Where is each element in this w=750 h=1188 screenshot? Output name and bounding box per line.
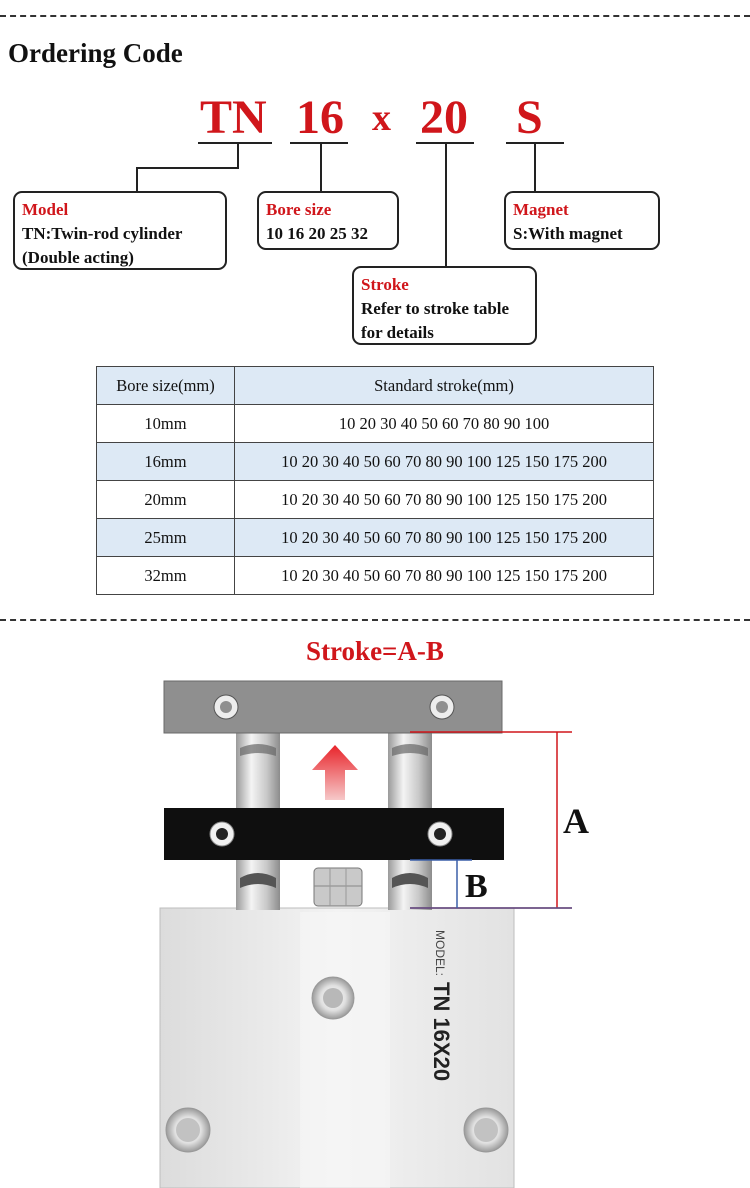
model-line1: TN:Twin-rod cylinder bbox=[22, 224, 183, 243]
magnet-line1: S:With magnet bbox=[513, 224, 623, 243]
stroke-table: Bore size(mm) Standard stroke(mm) 10mm 1… bbox=[96, 366, 654, 595]
top-divider bbox=[0, 15, 750, 17]
stroke-formula-title: Stroke=A-B bbox=[306, 636, 444, 666]
table-row: 32mm 10 20 30 40 50 60 70 80 90 100 125 … bbox=[96, 556, 654, 595]
table-cell-bore: 16mm bbox=[96, 442, 235, 481]
table-row: 16mm 10 20 30 40 50 60 70 80 90 100 125 … bbox=[96, 442, 654, 481]
stroke-heading: Stroke bbox=[361, 275, 409, 294]
table-cell-bore: 32mm bbox=[96, 556, 235, 595]
table-cell-bore: 20mm bbox=[96, 480, 235, 519]
middle-divider bbox=[0, 619, 750, 621]
body-model-text: TN 16X20 bbox=[429, 982, 454, 1081]
model-heading: Model bbox=[22, 200, 69, 219]
table-header-stroke: Standard stroke(mm) bbox=[234, 366, 654, 405]
stroke-line1: Refer to stroke table bbox=[361, 299, 510, 318]
bore-heading: Bore size bbox=[266, 200, 332, 219]
table-cell-strokes: 10 20 30 40 50 60 70 80 90 100 125 150 1… bbox=[234, 556, 654, 595]
code-magnet: S bbox=[516, 91, 543, 144]
table-cell-bore: 25mm bbox=[96, 518, 235, 557]
stroke-box: Stroke Refer to stroke table for details bbox=[352, 266, 537, 345]
code-bore-underline bbox=[290, 142, 348, 144]
page-title: Ordering Code bbox=[8, 38, 183, 68]
table-row: 20mm 10 20 30 40 50 60 70 80 90 100 125 … bbox=[96, 480, 654, 519]
magnet-box: Magnet S:With magnet bbox=[504, 191, 660, 250]
code-x: x bbox=[372, 97, 391, 139]
bore-box: Bore size 10 16 20 25 32 bbox=[257, 191, 399, 250]
table-cell-strokes: 10 20 30 40 50 60 70 80 90 100 125 150 1… bbox=[234, 480, 654, 519]
table-cell-bore: 10mm bbox=[96, 404, 235, 443]
stroke-line2: for details bbox=[361, 323, 434, 342]
dimension-b-label: B bbox=[465, 868, 488, 905]
code-stroke: 20 bbox=[420, 91, 468, 144]
model-box: Model TN:Twin-rod cylinder (Double actin… bbox=[13, 191, 227, 270]
code-bore: 16 bbox=[296, 91, 344, 144]
table-cell-strokes: 10 20 30 40 50 60 70 80 90 100 125 150 1… bbox=[234, 442, 654, 481]
table-cell-strokes: 10 20 30 40 50 60 70 80 90 100 bbox=[234, 404, 654, 443]
code-model: TN bbox=[200, 91, 267, 144]
body-model-label: MODEL: bbox=[433, 930, 447, 976]
table-row: 25mm 10 20 30 40 50 60 70 80 90 100 125 … bbox=[96, 518, 654, 557]
magnet-heading: Magnet bbox=[513, 200, 569, 219]
dimension-a-label: A bbox=[563, 801, 589, 841]
table-row: 10mm 10 20 30 40 50 60 70 80 90 100 bbox=[96, 404, 654, 443]
model-line2: (Double acting) bbox=[22, 248, 134, 267]
code-model-underline bbox=[198, 142, 272, 144]
bore-line1: 10 16 20 25 32 bbox=[266, 224, 368, 243]
connector-lines bbox=[136, 143, 536, 266]
